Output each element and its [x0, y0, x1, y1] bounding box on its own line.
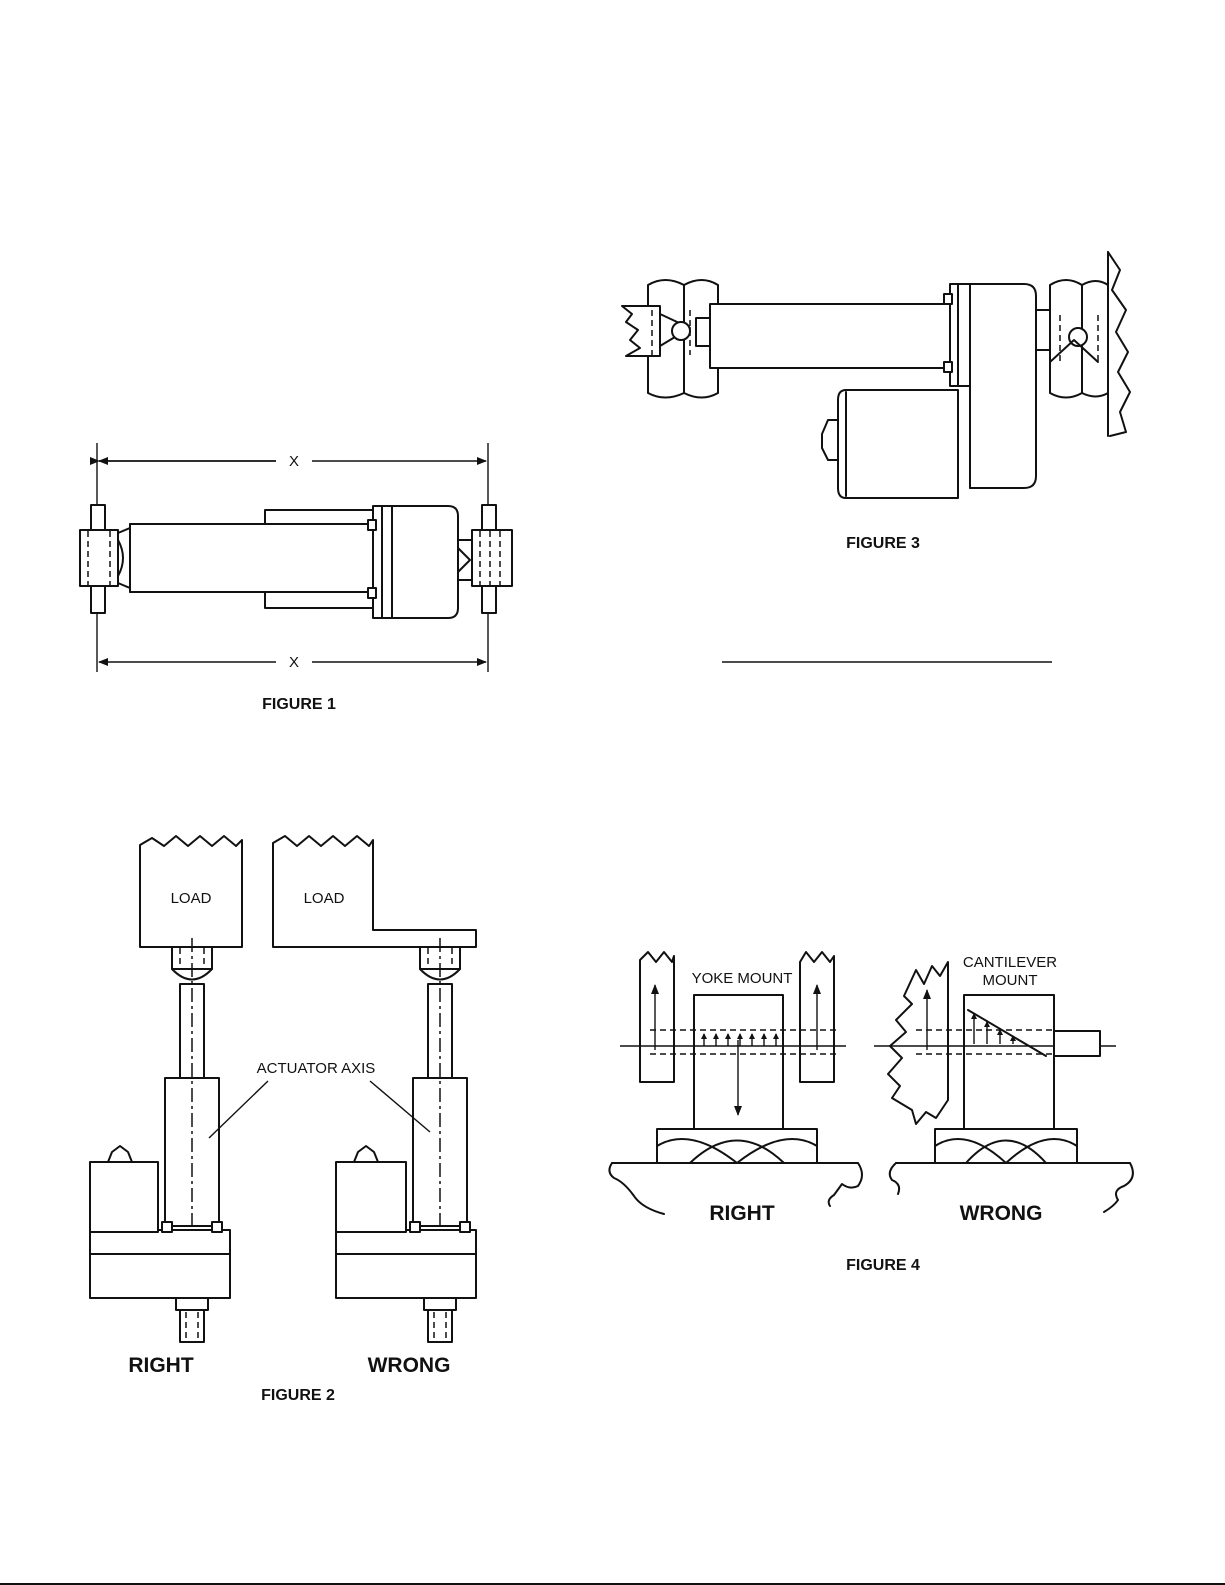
dimension-x-top: X [289, 453, 299, 470]
actuator-axis-label: ACTUATOR AXIS [257, 1060, 376, 1077]
right-label-fig4: RIGHT [709, 1202, 775, 1225]
right-yoke [1036, 280, 1108, 398]
yoke-mount-right: YOKE MOUNT RIGHT [609, 952, 862, 1225]
left-yoke [622, 280, 718, 398]
figure-2: LOAD LOAD [90, 836, 476, 1404]
cantilever-label-line2: MOUNT [983, 972, 1038, 989]
figure-4-caption: FIGURE 4 [846, 1257, 920, 1274]
cantilever-label-line1: CANTILEVER [963, 954, 1057, 971]
yoke-mount-label: YOKE MOUNT [692, 970, 793, 987]
rod-tube [710, 304, 950, 368]
load-label-left: LOAD [171, 890, 212, 907]
wrong-label: WRONG [368, 1354, 451, 1377]
wrong-label-fig4: WRONG [960, 1202, 1043, 1225]
right-label: RIGHT [128, 1354, 194, 1377]
motor [822, 390, 958, 498]
cantilever-mount-wrong: CANTILEVER MOUNT WRONG [874, 954, 1133, 1225]
wall [1108, 252, 1130, 436]
figure-4: YOKE MOUNT RIGHT CANTILEVER [609, 952, 1132, 1274]
figure-2-caption: FIGURE 2 [261, 1387, 335, 1404]
figure-1: X X [80, 443, 512, 713]
load-label-right: LOAD [304, 890, 345, 907]
figure-3: FIGURE 3 [622, 252, 1130, 552]
figure-1-caption: FIGURE 1 [262, 696, 336, 713]
actuator-top-view [80, 505, 512, 618]
wrong-actuator: LOAD [273, 836, 476, 1342]
figure-3-caption: FIGURE 3 [846, 535, 920, 552]
dimension-x-bottom: X [289, 654, 299, 671]
right-actuator: LOAD [90, 836, 242, 1342]
